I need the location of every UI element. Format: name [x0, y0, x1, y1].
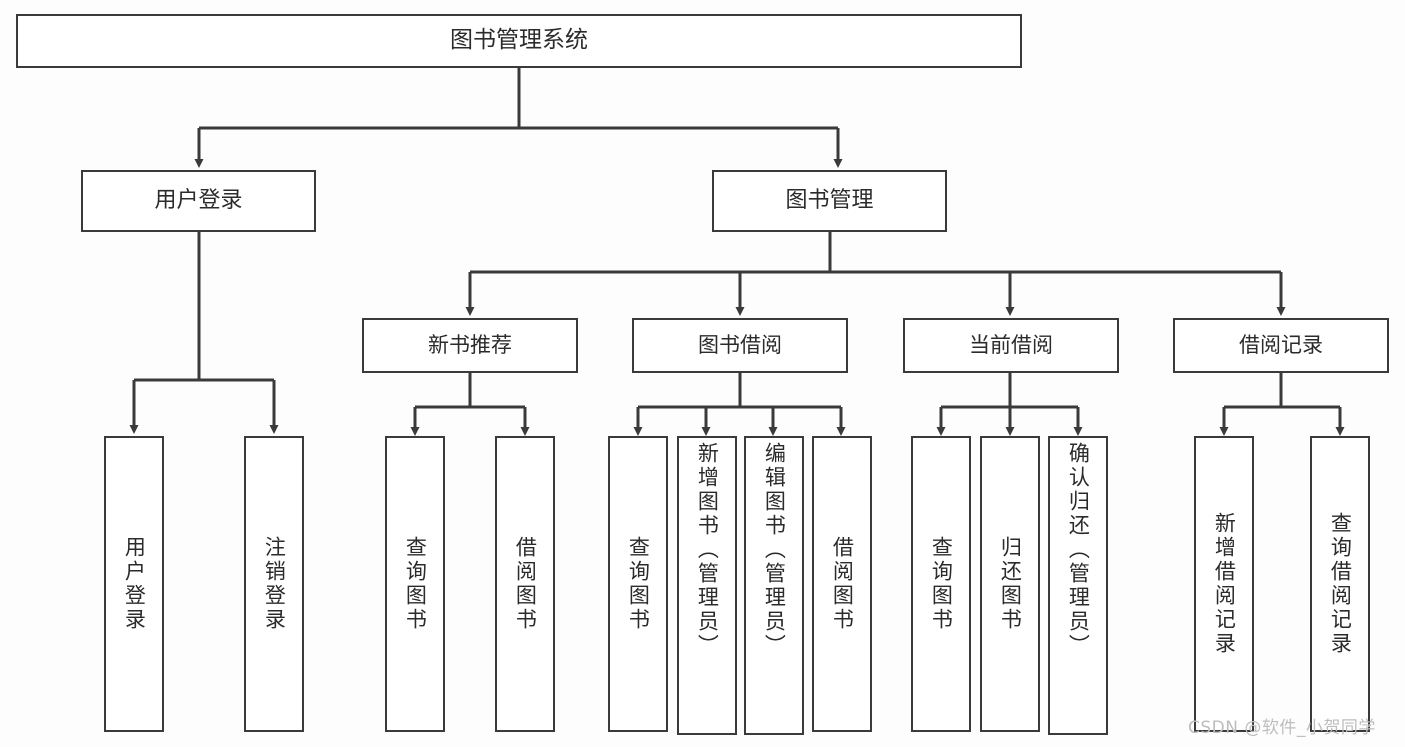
node-label: 查询图书 — [626, 536, 651, 632]
node-label: 确认归还（管理员） — [1066, 442, 1091, 658]
leaf-query-book-current[interactable]: 查询图书 — [911, 436, 971, 732]
leaf-borrow-book-recommend[interactable]: 借阅图书 — [495, 436, 555, 732]
node-book-management[interactable]: 图书管理 — [712, 170, 947, 232]
leaf-query-borrow-record[interactable]: 查询借阅记录 — [1310, 436, 1370, 732]
node-label: 图书管理 — [785, 188, 874, 214]
node-root[interactable]: 图书管理系统 — [16, 14, 1022, 68]
csdn-watermark: CSDN @软件_小贺同学 — [1188, 718, 1376, 738]
leaf-edit-book-admin[interactable]: 编辑图书（管理员） — [744, 436, 804, 735]
node-current-borrow[interactable]: 当前借阅 — [903, 318, 1119, 373]
node-label: 借阅记录 — [1239, 333, 1323, 358]
node-label: 归还图书 — [998, 536, 1023, 632]
node-book-borrow[interactable]: 图书借阅 — [632, 318, 848, 373]
node-label: 图书管理系统 — [450, 27, 588, 54]
node-label: 借阅图书 — [830, 536, 855, 632]
node-label: 新增图书（管理员） — [695, 442, 720, 658]
leaf-confirm-return-admin[interactable]: 确认归还（管理员） — [1048, 436, 1108, 735]
leaf-return-book[interactable]: 归还图书 — [980, 436, 1040, 732]
node-label: 借阅图书 — [513, 536, 538, 632]
leaf-add-book-admin[interactable]: 新增图书（管理员） — [677, 436, 737, 735]
node-label: 新书推荐 — [428, 333, 512, 358]
leaf-logout[interactable]: 注销登录 — [244, 436, 304, 732]
node-borrow-record[interactable]: 借阅记录 — [1173, 318, 1389, 373]
node-label: 查询借阅记录 — [1328, 512, 1353, 656]
node-label: 编辑图书（管理员） — [762, 442, 787, 658]
leaf-query-book-borrow[interactable]: 查询图书 — [608, 436, 668, 732]
node-label: 用户登录 — [122, 536, 147, 632]
node-label: 图书借阅 — [698, 333, 782, 358]
leaf-add-borrow-record[interactable]: 新增借阅记录 — [1194, 436, 1254, 732]
leaf-query-book-recommend[interactable]: 查询图书 — [385, 436, 445, 732]
leaf-borrow-book[interactable]: 借阅图书 — [812, 436, 872, 732]
node-label: 用户登录 — [154, 188, 243, 214]
node-user-login[interactable]: 用户登录 — [81, 170, 316, 232]
node-label: 查询图书 — [403, 536, 428, 632]
node-label: 查询图书 — [929, 536, 954, 632]
node-new-book-recommend[interactable]: 新书推荐 — [362, 318, 578, 373]
leaf-user-login[interactable]: 用户登录 — [104, 436, 164, 732]
node-label: 新增借阅记录 — [1212, 512, 1237, 656]
node-label: 当前借阅 — [969, 333, 1053, 358]
node-label: 注销登录 — [262, 536, 287, 632]
